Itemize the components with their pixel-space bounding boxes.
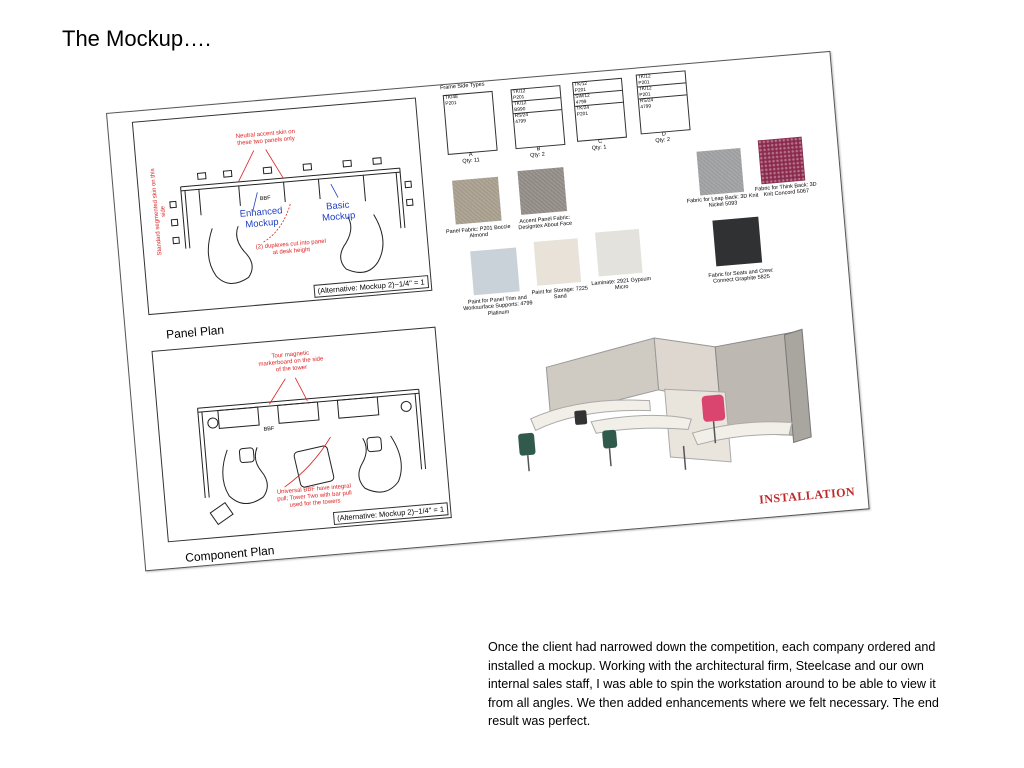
mockup-sheet: Neutral accent skin on these two panels … [106, 50, 870, 572]
component-plan-drawing: Tour magnetic markerboard on the side of… [151, 326, 452, 543]
page-title: The Mockup…. [62, 26, 212, 51]
component-plan-caption: Component Plan [184, 543, 275, 565]
panel-plan-drawing: Neutral accent skin on these two panels … [131, 97, 433, 316]
material-swatch [595, 228, 643, 277]
installation-rendering [518, 328, 812, 472]
frame-side-type-qty: Qty: 2 [529, 151, 546, 159]
material-swatch [757, 136, 806, 185]
component-plan-lines [197, 377, 427, 526]
material-swatch-label: Fabric for Leap Back: 3D Knit Nickel 509… [686, 192, 759, 210]
material-swatch-label: Accent Panel Fabric: Designtex About Fac… [518, 214, 573, 232]
panel-bbf-label: BBF [259, 195, 271, 203]
description-paragraph: Once the client had narrowed down the co… [488, 640, 939, 728]
material-swatch-label: Laminate: 2921 Gypsum Micro [591, 276, 652, 292]
panel-plan-caption: Panel Plan [165, 322, 225, 342]
frame-side-types-heading: Frame Side Types [439, 81, 485, 92]
material-swatch [470, 247, 520, 296]
material-swatch-label: Fabric for Seats and Crew: Connect Graph… [708, 267, 774, 286]
material-swatch-label: Panel Fabric: P201 Boccie Almond [445, 223, 511, 240]
component-bbf-label: BBF [263, 425, 275, 433]
material-swatch [452, 176, 502, 225]
material-swatch-label: Paint for Storage: 7225 Sand [531, 285, 589, 301]
panel-plan-lines [169, 149, 414, 284]
material-swatch [517, 167, 568, 215]
material-swatch [712, 216, 763, 267]
installation-label: INSTALLATION [758, 484, 856, 507]
frame-side-type-qty: Qty: 11 [462, 157, 480, 165]
basic-mockup-label: Basic Mockup [321, 199, 356, 224]
material-swatch [533, 238, 582, 286]
worksurfaces [530, 399, 793, 446]
panel-partitions [545, 328, 812, 463]
frame-side-type-qty: Qty: 1 [591, 144, 607, 152]
frame-side-type-qty: Qty: 2 [655, 136, 671, 145]
material-swatch [696, 147, 745, 196]
chairs [518, 394, 726, 472]
